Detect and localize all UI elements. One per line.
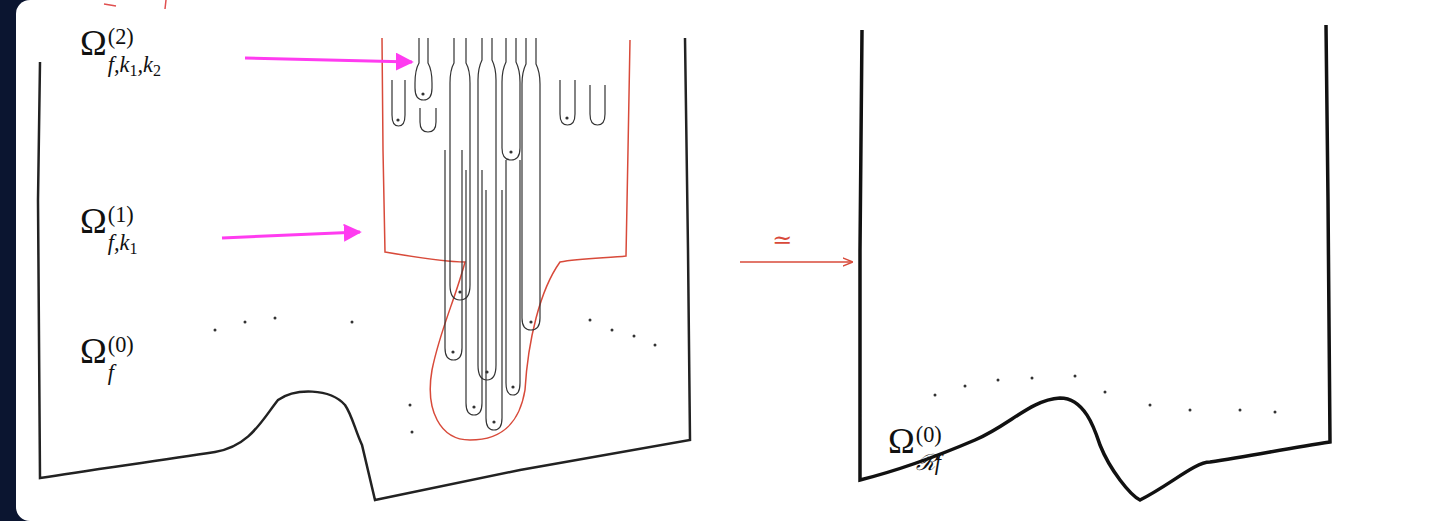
subscript: f,k1,k2 [108, 51, 161, 81]
subscript-text: f,k [108, 52, 130, 77]
subscript-text: f,k [108, 230, 130, 255]
subscript: f [108, 359, 134, 387]
subscript-text: ℛf [916, 450, 941, 475]
subscript-index: 1 [129, 240, 137, 257]
subscript-text: f [108, 360, 114, 385]
script-stack: (0)f [108, 331, 134, 387]
script-stack: (2)f,k1,k2 [108, 23, 161, 81]
script-stack: (1)f,k1 [108, 201, 138, 259]
subscript-text: ,k [137, 52, 152, 77]
subscript-index: 1 [129, 62, 137, 79]
subscript: f,k1 [108, 229, 138, 259]
paper-ground [16, 0, 1435, 521]
superscript: (2) [108, 23, 161, 51]
finger-curves [392, 38, 605, 430]
symbol-text: Ω [80, 23, 107, 63]
subdomain-outline [382, 38, 630, 440]
stray-mark [104, 0, 166, 9]
leader-arrow [222, 232, 360, 238]
superscript: (0) [916, 421, 942, 449]
symbol-text: Ω [80, 201, 107, 241]
symbol-text: ≃ [772, 227, 792, 253]
region-label: Ω(2)f,k1,k2 [80, 22, 161, 81]
leader-arrow [245, 58, 412, 62]
script-stack: (0)ℛf [916, 421, 942, 477]
superscript: (0) [108, 331, 134, 359]
subscript: ℛf [916, 449, 942, 477]
symbol-text: Ω [80, 331, 107, 371]
superscript: (1) [108, 201, 138, 229]
region-label: Ω(0)f [80, 330, 134, 387]
subscript-index: 2 [153, 62, 161, 79]
region-label: Ω(1)f,k1 [80, 200, 137, 259]
isomorphism-sign: ≃ [772, 226, 792, 255]
sample-dots [214, 92, 1277, 433]
region-label: Ω(0)ℛf [888, 420, 942, 477]
domain-outline [38, 38, 690, 500]
symbol-text: Ω [888, 421, 915, 461]
map-arrow [740, 261, 852, 263]
domain-outline [860, 25, 1330, 500]
